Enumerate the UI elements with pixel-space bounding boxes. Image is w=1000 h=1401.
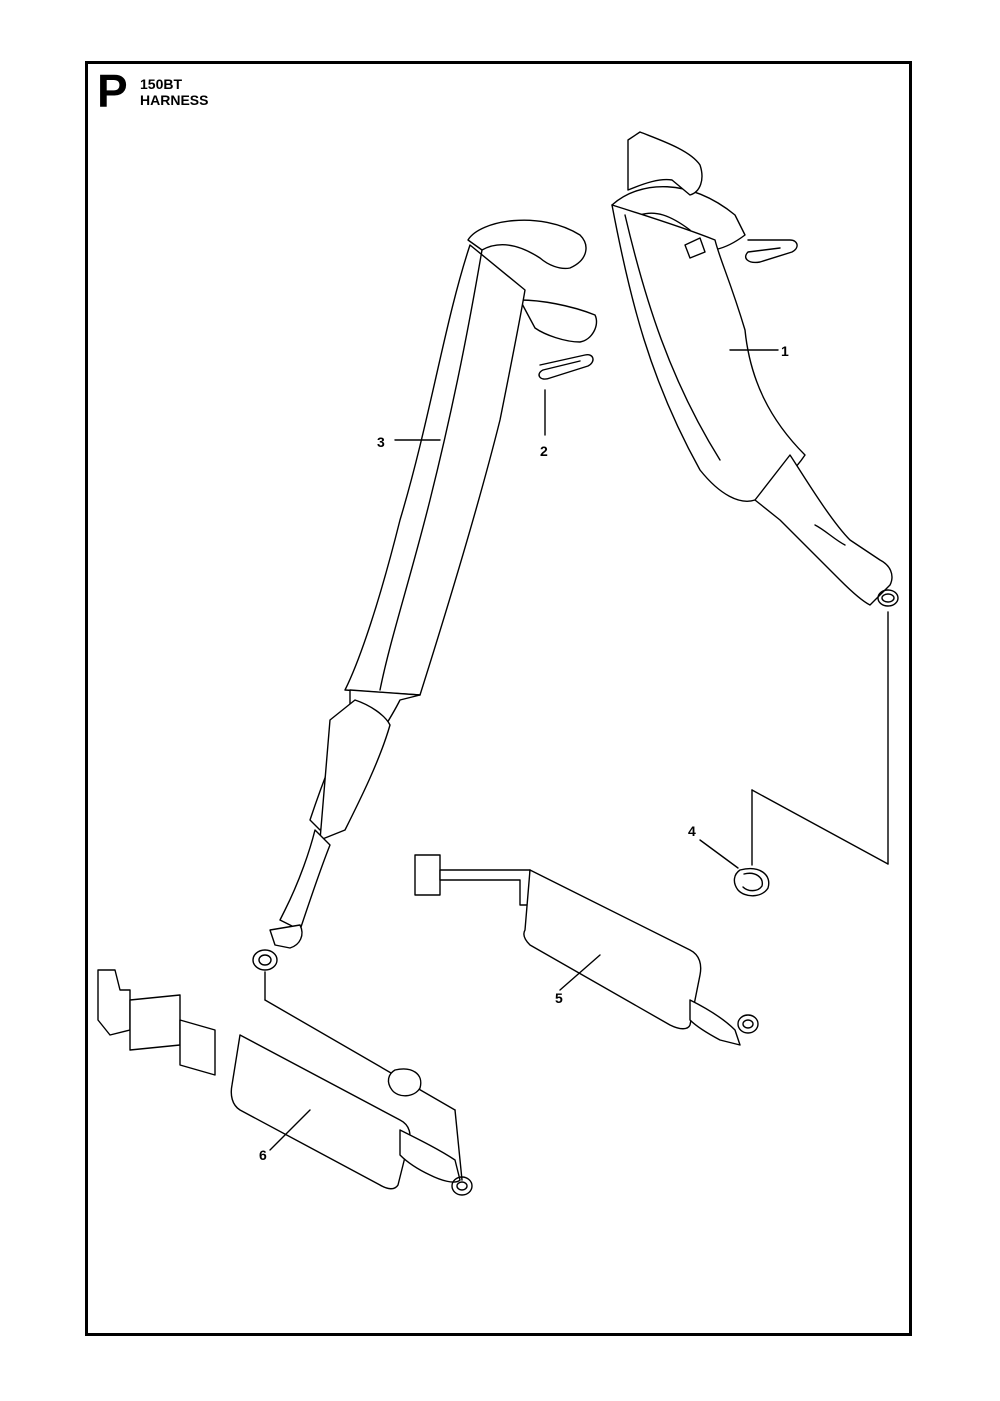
part-1-shoulder-strap (611, 131, 899, 866)
callout-4: 4 (688, 823, 696, 839)
callout-3: 3 (377, 434, 385, 450)
section-letter: P (97, 65, 128, 117)
page-frame (85, 61, 912, 1336)
part-3-shoulder-strap (252, 219, 598, 1181)
callout-6: 6 (259, 1147, 267, 1163)
callout-2: 2 (540, 443, 548, 459)
diagram-title: HARNESS (140, 92, 209, 108)
part-2-clip (538, 354, 594, 436)
callout-1: 1 (781, 343, 789, 359)
model-label: 150BT (140, 76, 183, 92)
callout-5: 5 (555, 990, 563, 1006)
part-4-ring (699, 839, 770, 897)
part-6-waist-belt (97, 969, 473, 1196)
part-5-waist-strap (414, 854, 759, 1046)
